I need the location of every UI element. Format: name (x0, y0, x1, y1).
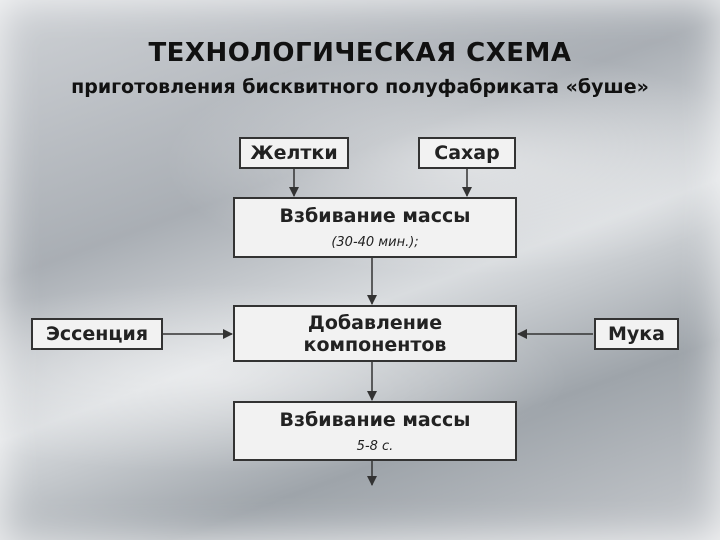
node-whip-1-note: (30-40 мин.); (331, 235, 419, 250)
node-yolks-label: Желтки (250, 142, 338, 164)
node-add-components: Добавление компонентов (233, 305, 517, 362)
node-whip-2-label: Взбивание массы (279, 408, 471, 431)
node-sugar: Сахар (418, 137, 516, 169)
node-sugar-label: Сахар (434, 142, 500, 164)
node-essence: Эссенция (31, 318, 163, 350)
node-flour: Мука (594, 318, 679, 350)
node-flour-label: Мука (607, 323, 665, 345)
node-add-components-label: Добавление компонентов (303, 311, 447, 356)
diagram-title: ТЕХНОЛОГИЧЕСКАЯ СХЕМА (148, 38, 572, 68)
node-whip-1: Взбивание массы (30-40 мин.); (233, 197, 517, 258)
node-whip-1-label: Взбивание массы (279, 205, 471, 227)
node-whip-2: Взбивание массы 5-8 с. (233, 401, 517, 461)
diagram-subtitle: приготовления бисквитного полуфабриката … (71, 76, 649, 98)
node-yolks: Желтки (239, 137, 349, 169)
node-whip-2-note: 5-8 с. (356, 438, 394, 454)
node-essence-label: Эссенция (45, 323, 149, 345)
